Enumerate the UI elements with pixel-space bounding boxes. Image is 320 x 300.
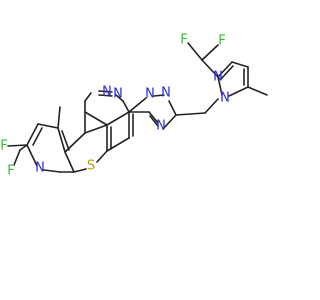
atom-f-top-right: F	[218, 34, 225, 49]
atom-n-pyridine: N	[35, 161, 45, 176]
atom-n-triazole-b: N	[161, 86, 171, 101]
atom-labels: N N N N N N N N S F F F F	[0, 33, 230, 179]
atom-n-pyrazole-a: N	[220, 91, 230, 106]
structure-diagram: N N N N N N N N S F F F F	[0, 33, 268, 179]
atom-f-bottom-left: F	[7, 164, 14, 179]
atom-n-pyrazole-b: N	[213, 70, 223, 85]
atom-n-pyrimidine-a: N	[102, 85, 112, 100]
atom-n-triazole-c: N	[156, 119, 166, 134]
molecule-drawing: N N N N N N N N S F F F F	[0, 33, 268, 179]
atom-n-triazole-a: N	[145, 87, 155, 102]
atom-n-pyrimidine-b: N	[113, 87, 123, 102]
bond-lines	[7, 42, 268, 173]
atom-f-bottom-right: F	[0, 139, 7, 154]
atom-f-top-left: F	[180, 33, 187, 48]
atom-s-thiophene: S	[87, 159, 95, 174]
